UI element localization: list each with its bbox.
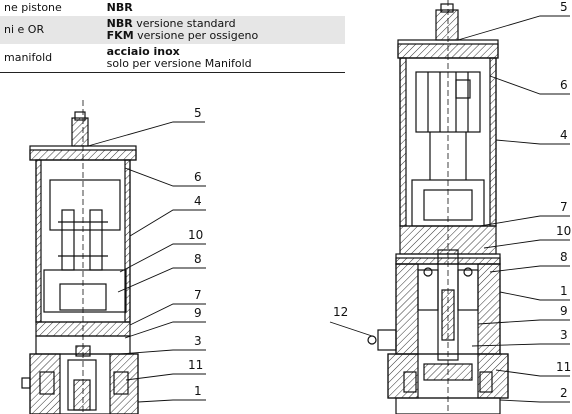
callout-label: 4	[560, 128, 568, 142]
callout-label: 6	[194, 170, 202, 184]
material-value: NBR versione standard FKM versione per o…	[102, 16, 345, 44]
component-name: ne pistone	[4, 1, 62, 14]
callout-label: 5	[194, 106, 202, 120]
component-name: manifold	[0, 44, 103, 73]
callout-label: 7	[560, 200, 568, 214]
table-row: manifold acciaio inox solo per versione …	[0, 44, 345, 73]
right-leader-lines	[329, 15, 570, 403]
material-value: acciaio inox solo per versione Manifold	[102, 44, 345, 73]
callout-label: 4	[194, 194, 202, 208]
right-valve-drawing	[367, 0, 509, 414]
callout-label: 3	[194, 334, 202, 348]
table-row: ne pistone NBR	[0, 0, 345, 16]
callout-label: 1	[194, 384, 202, 398]
callout-label: 8	[194, 252, 202, 266]
callout-label: 8	[560, 250, 568, 264]
left-valve-drawing	[21, 100, 139, 414]
callout-label: 12	[333, 305, 348, 319]
callout-label: 6	[560, 78, 568, 92]
callout-label: 11	[556, 360, 571, 374]
materials-table: ne pistone NBR ni e OR NBR versione stan…	[0, 0, 345, 73]
table-row: ni e OR NBR versione standard FKM versio…	[0, 16, 345, 44]
callout-label: 10	[188, 228, 203, 242]
callout-label: 2	[560, 386, 568, 400]
callout-label: 11	[188, 358, 203, 372]
callout-label: 9	[194, 306, 202, 320]
callout-label: 9	[560, 304, 568, 318]
callout-label: 3	[560, 328, 568, 342]
callout-label: 10	[556, 224, 571, 238]
callout-label: 5	[560, 0, 568, 14]
callout-label: 7	[194, 288, 202, 302]
component-name: ni e OR	[0, 16, 103, 44]
callout-label: 1	[560, 284, 568, 298]
material-value: NBR	[106, 1, 133, 14]
left-leader-lines	[87, 121, 206, 403]
